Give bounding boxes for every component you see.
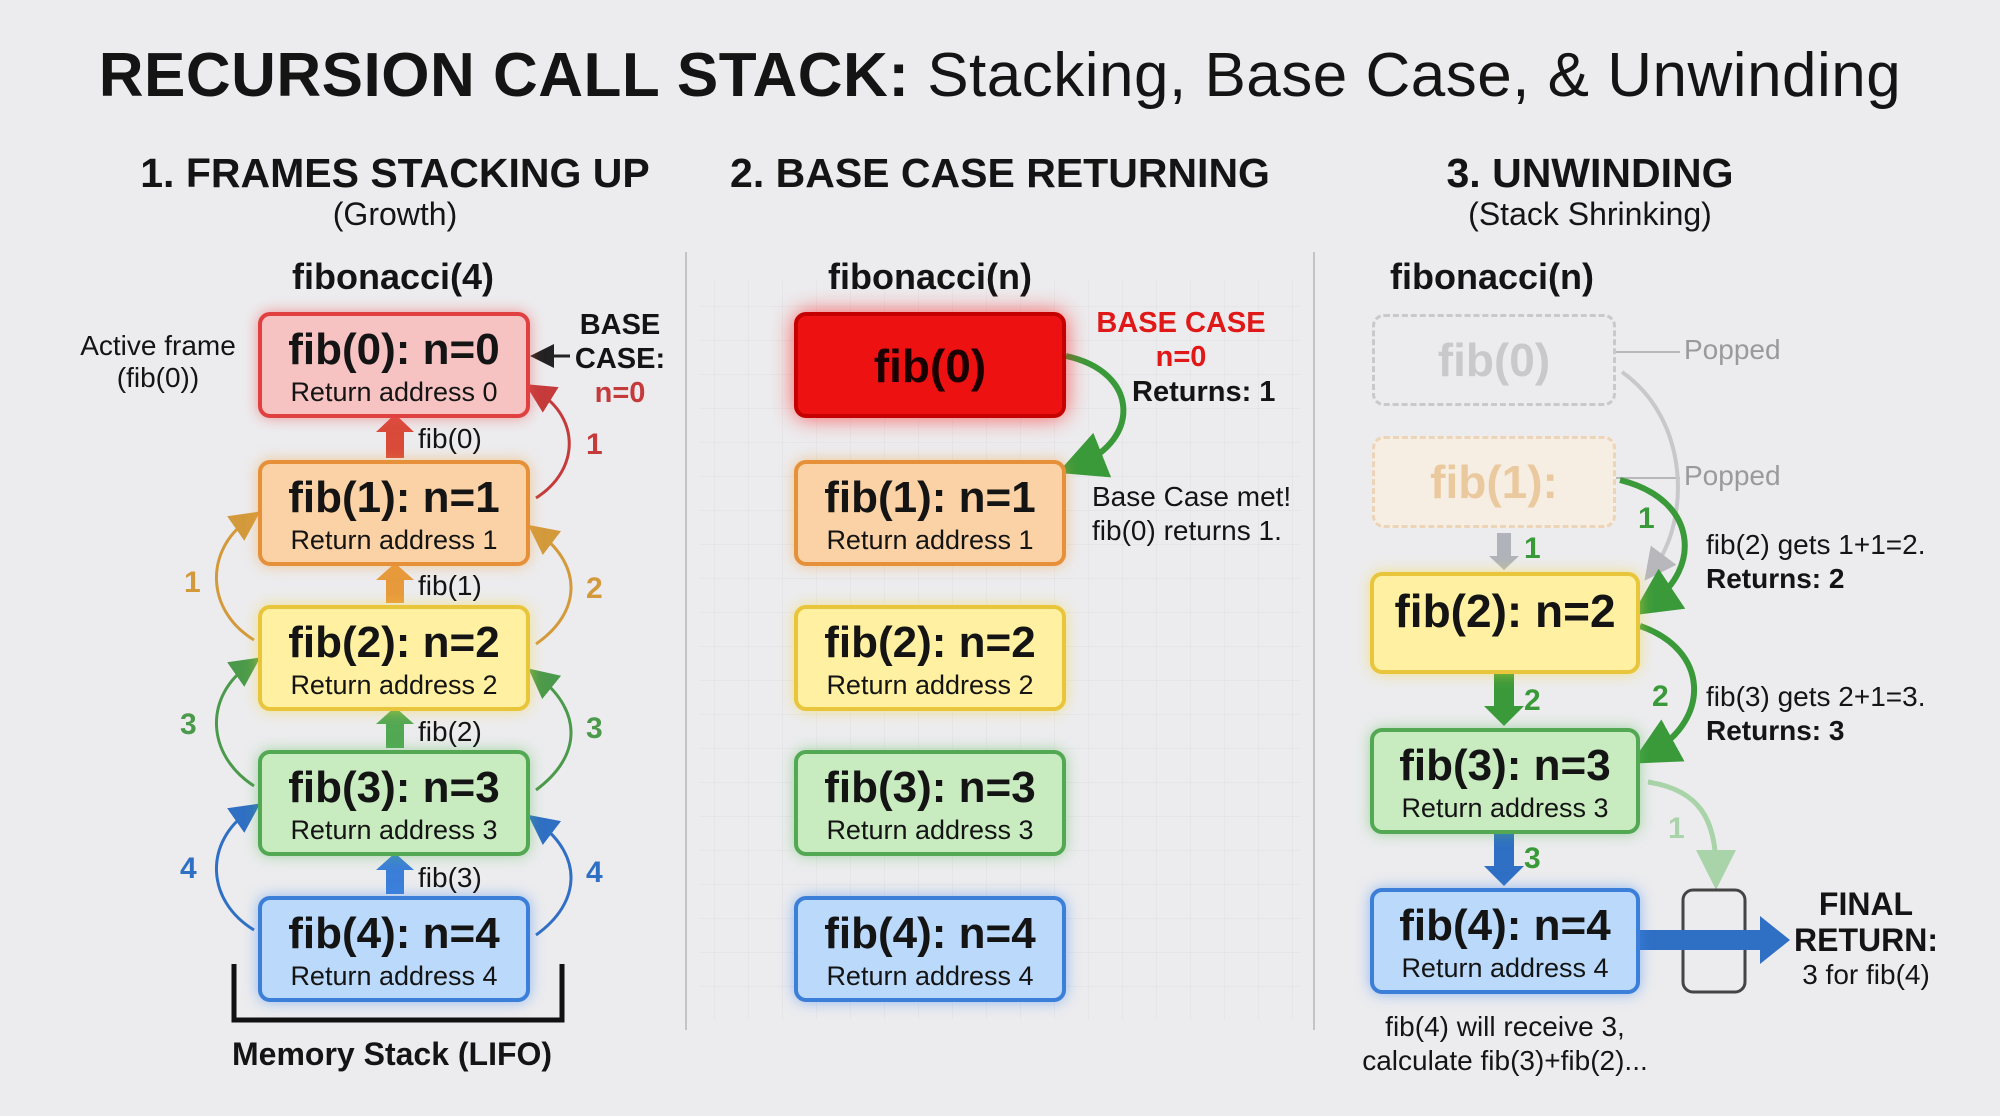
- panel3-frame-fib3: fib(3): n=3 Return address 3: [1370, 728, 1640, 834]
- stack-frame-fib4: fib(4): n=4 Return address 4: [258, 896, 530, 1002]
- fib2-result-note: fib(2) gets 1+1=2. Returns: 2: [1706, 529, 1926, 594]
- section-1-subtitle: (Growth): [332, 196, 458, 232]
- section-2-function-label: fibonacci(n): [828, 256, 1032, 297]
- base-case-frame-fib0: fib(0): [794, 312, 1066, 418]
- unwind-step-1: 1: [1524, 532, 1541, 565]
- fib4-bottom-note: fib(4) will receive 3, calculate fib(3)+…: [1362, 1011, 1648, 1076]
- return-value-fib2: 2: [1652, 680, 1669, 713]
- section-3-subtitle: (Stack Shrinking): [1468, 196, 1712, 232]
- call-step-1: 1: [184, 566, 201, 599]
- panel2-frame-fib4: fib(4): n=4 Return address 4: [794, 896, 1066, 1002]
- return-step-1: 1: [586, 428, 603, 461]
- call-label-fib3: fib(3): [418, 862, 482, 893]
- section-1-function-label: fibonacci(4): [292, 256, 495, 297]
- return-step-3: 3: [586, 712, 603, 745]
- panel3-frame-fib2: fib(2): n=2: [1370, 572, 1640, 674]
- popped-frame-fib1: fib(1):: [1372, 436, 1616, 528]
- call-label-fib2: fib(2): [418, 716, 482, 747]
- call-label-fib0: fib(0): [418, 423, 482, 454]
- popped-label-fib1: Popped: [1684, 460, 1781, 491]
- section-3-title: 3. UNWINDING: [1446, 150, 1734, 196]
- call-step-4: 4: [180, 852, 197, 885]
- section-1-title: 1. FRAMES STACKING UP: [140, 150, 650, 196]
- stack-frame-fib0: fib(0): n=0 Return address 0: [258, 312, 530, 418]
- stack-frame-fib1: fib(1): n=1 Return address 1: [258, 460, 530, 566]
- page-title: RECURSION CALL STACK: Stacking, Base Cas…: [98, 41, 1902, 110]
- panel2-frame-fib2: fib(2): n=2 Return address 2: [794, 605, 1066, 711]
- panel2-returns-label: Returns: 1: [1132, 376, 1276, 408]
- final-return-label: FINAL RETURN: 3 for fib(4): [1794, 886, 1938, 990]
- popped-frame-fib0: fib(0): [1372, 314, 1616, 406]
- memory-stack-label: Memory Stack (LIFO): [232, 1036, 553, 1072]
- return-value-fib1: 1: [1638, 502, 1655, 535]
- return-step-2: 2: [586, 572, 603, 605]
- return-value-fib3: 1: [1668, 812, 1685, 845]
- call-label-fib1: fib(1): [418, 570, 482, 601]
- panel2-frame-fib1: fib(1): n=1 Return address 1: [794, 460, 1066, 566]
- panel2-frame-fib3: fib(3): n=3 Return address 3: [794, 750, 1066, 856]
- call-step-3: 3: [180, 708, 197, 741]
- panel3-frame-fib4: fib(4): n=4 Return address 4: [1370, 888, 1640, 994]
- section-3-function-label: fibonacci(n): [1390, 256, 1594, 297]
- section-2-title: 2. BASE CASE RETURNING: [730, 150, 1270, 196]
- base-case-label: BASE CASE: n=0: [574, 309, 666, 409]
- stack-frame-fib3: fib(3): n=3 Return address 3: [258, 750, 530, 856]
- stack-frame-fib2: fib(2): n=2 Return address 2: [258, 605, 530, 711]
- active-frame-label: Active frame (fib(0)): [80, 330, 236, 393]
- return-step-4: 4: [586, 856, 603, 889]
- popped-label-fib0: Popped: [1684, 334, 1781, 365]
- fib3-result-note: fib(3) gets 2+1=3. Returns: 3: [1706, 681, 1926, 746]
- panel2-base-case-note: Base Case met! fib(0) returns 1.: [1092, 481, 1292, 546]
- panel2-base-case-label: BASE CASE n=0: [1096, 307, 1266, 373]
- unwind-step-2: 2: [1524, 684, 1541, 717]
- unwind-step-3: 3: [1524, 842, 1541, 875]
